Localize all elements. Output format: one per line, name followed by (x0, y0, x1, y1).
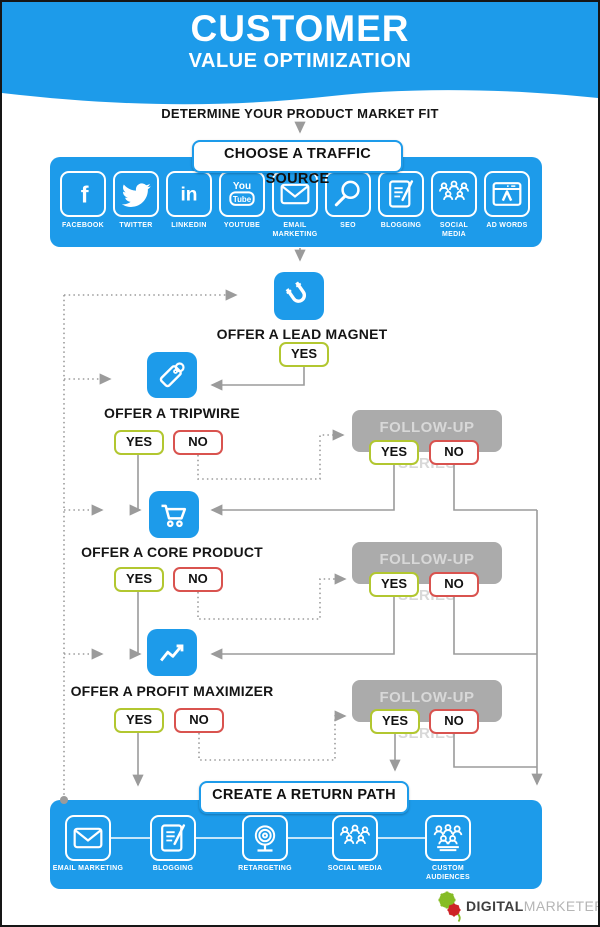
profit-maximizer-yes-pill: YES (114, 708, 164, 733)
traffic-tile-blogging (378, 171, 424, 217)
traffic-label-linkedin: LINKEDIN (171, 222, 207, 229)
return-path-connector-lines (111, 837, 425, 839)
return-label-social-media: SOCIAL MEDIA (327, 865, 383, 872)
svg-text:in: in (180, 185, 197, 206)
traffic-tile-seo (325, 171, 371, 217)
brand-text-secondary: MARKETER (523, 898, 600, 914)
return-label-email-marketing: EMAIL MARKETING (52, 865, 124, 872)
blogging-icon (153, 818, 193, 858)
return-path-box (50, 800, 542, 889)
traffic-label-seo: SEO (340, 222, 356, 229)
tripwire-tile (147, 352, 197, 398)
return-tile-email-marketing (65, 815, 111, 861)
followup-1-no-pill: NO (429, 440, 479, 465)
svg-text:You: You (233, 181, 251, 192)
followup-3-no-pill: NO (429, 709, 479, 734)
profit-maximizer-label: OFFER A PROFIT MAXIMIZER (70, 683, 274, 699)
svg-text:f: f (81, 181, 89, 207)
traffic-tile-twitter (113, 171, 159, 217)
price-tag-icon (152, 355, 192, 395)
social-media-icon (335, 818, 375, 858)
return-label-custom-audiences: CUSTOM AUDIENCES (426, 865, 470, 881)
header-banner: CUSTOMER VALUE OPTIMIZATION (2, 2, 598, 110)
core-product-label: OFFER A CORE PRODUCT (81, 544, 263, 560)
return-tile-custom-audiences (425, 815, 471, 861)
blogging-icon (381, 174, 421, 214)
page-subtitle: VALUE OPTIMIZATION (188, 50, 412, 72)
followup-2-no-pill: NO (429, 572, 479, 597)
core-product-no-pill: NO (173, 567, 223, 592)
followup-3-yes-pill: YES (370, 709, 420, 734)
traffic-label-email-marketing: EMAIL MARKETING (272, 222, 318, 238)
cart-icon (154, 495, 194, 535)
traffic-label-ad-words: AD WORDS (486, 222, 528, 229)
social-media-icon (434, 174, 474, 214)
digitalmarketer-gear-icon (438, 891, 465, 922)
determine-market-fit-label: DETERMINE YOUR PRODUCT MARKET FIT (161, 106, 439, 121)
lead-magnet-yes-pill: YES (279, 342, 329, 367)
page-title: CUSTOMER (190, 8, 410, 49)
email-icon (68, 818, 108, 858)
lead-magnet-label: OFFER A LEAD MAGNET (216, 326, 388, 342)
return-path-title: CREATE A RETURN PATH (199, 781, 409, 814)
traffic-label-youtube: YOUTUBE (223, 222, 261, 229)
adwords-icon (487, 174, 527, 214)
traffic-tile-linkedin: in (166, 171, 212, 217)
lead-magnet-tile (274, 272, 324, 320)
magnet-icon (279, 276, 319, 316)
return-tile-blogging (150, 815, 196, 861)
tripwire-label: OFFER A TRIPWIRE (104, 405, 240, 421)
traffic-tile-ad-words (484, 171, 530, 217)
brand-text-primary: DIGITAL (466, 898, 524, 914)
retargeting-icon (245, 818, 285, 858)
traffic-label-twitter: TWITTER (119, 222, 153, 229)
seo-icon (328, 174, 368, 214)
custom-audiences-icon (428, 818, 468, 858)
return-tile-retargeting (242, 815, 288, 861)
followup-1-yes-pill: YES (369, 440, 419, 465)
tripwire-yes-pill: YES (114, 430, 164, 455)
core-product-tile (149, 491, 199, 538)
core-product-yes-pill: YES (114, 567, 164, 592)
profit-maximizer-tile (147, 629, 197, 676)
traffic-label-facebook: FACEBOOK (61, 222, 105, 229)
growth-chart-icon (152, 633, 192, 673)
twitter-icon (121, 183, 151, 207)
traffic-tile-social-media (431, 171, 477, 217)
return-label-retargeting: RETARGETING (238, 865, 292, 872)
followup-2-yes-pill: YES (369, 572, 419, 597)
traffic-label-blogging: BLOGGING (380, 222, 422, 229)
traffic-label-social-media: SOCIAL MEDIA (439, 222, 469, 238)
svg-text:Tube: Tube (233, 195, 252, 204)
facebook-icon: f (81, 181, 89, 207)
profit-maximizer-no-pill: NO (174, 708, 224, 733)
return-label-blogging: BLOGGING (152, 865, 194, 872)
linkedin-icon: in (180, 185, 197, 206)
return-tile-social-media (332, 815, 378, 861)
traffic-source-title: CHOOSE A TRAFFIC SOURCE (192, 140, 403, 187)
traffic-tile-facebook: f (60, 171, 106, 217)
email-icon (275, 174, 315, 214)
header-wave (2, 90, 598, 112)
tripwire-no-pill: NO (173, 430, 223, 455)
